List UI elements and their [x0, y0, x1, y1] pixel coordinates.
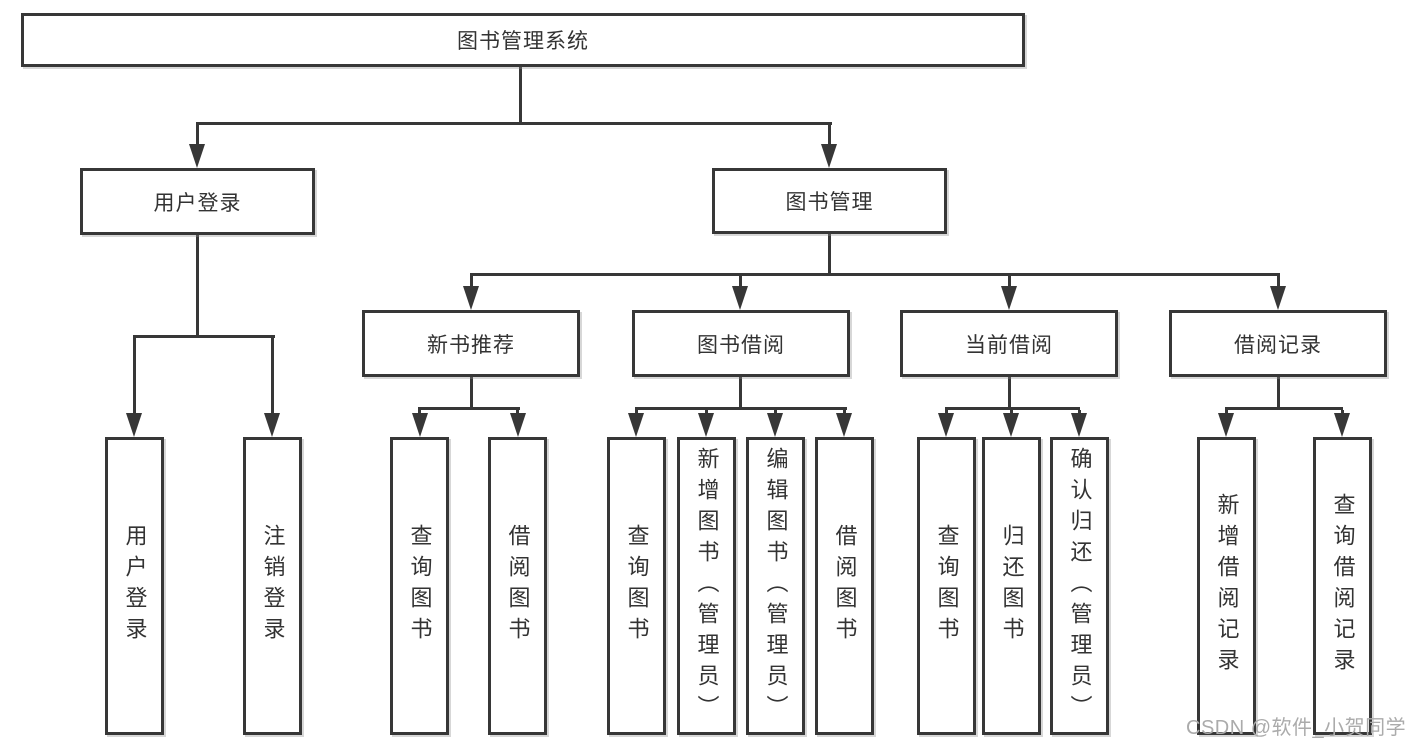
arrow-down-icon [698, 413, 714, 437]
node-borrow-records: 借阅记录 [1169, 310, 1387, 377]
leaf-return-books: 归还图书 [982, 437, 1041, 735]
connector-line [739, 377, 742, 410]
arrow-down-icon [189, 144, 205, 168]
arrow-down-icon [1334, 413, 1350, 437]
leaf-user-login: 用户登录 [105, 437, 164, 735]
node-book-borrow: 图书借阅 [632, 310, 850, 377]
node-new-book-recommend: 新书推荐 [362, 310, 580, 377]
leaf-borrow-books-recommend: 借阅图书 [488, 437, 547, 735]
leaf-confirm-return-admin: 确认归还（管理员） [1050, 437, 1109, 735]
leaf-logout: 注销登录 [243, 437, 302, 735]
arrow-down-icon [463, 286, 479, 310]
arrow-down-icon [1001, 286, 1017, 310]
arrow-down-icon [1071, 413, 1087, 437]
connector-line [1277, 276, 1280, 287]
connector-line [196, 125, 199, 146]
connector-line [1277, 377, 1280, 410]
connector-line [418, 407, 520, 410]
node-user-login: 用户登录 [80, 168, 315, 235]
connector-line [635, 407, 847, 410]
leaf-query-books-recommend: 查询图书 [390, 437, 449, 735]
arrow-down-icon [938, 413, 954, 437]
connector-line [1225, 407, 1343, 410]
leaf-borrow-books: 借阅图书 [815, 437, 874, 735]
connector-line [470, 273, 1280, 276]
connector-line [828, 125, 831, 146]
arrow-down-icon [1218, 413, 1234, 437]
node-current-borrow: 当前借阅 [900, 310, 1118, 377]
arrow-down-icon [510, 413, 526, 437]
arrow-down-icon [821, 144, 837, 168]
connector-line [133, 338, 136, 415]
arrow-down-icon [732, 286, 748, 310]
connector-line [945, 407, 1080, 410]
leaf-add-borrow-record: 新增借阅记录 [1197, 437, 1256, 735]
connector-line [470, 377, 473, 410]
connector-line [196, 122, 832, 125]
connector-line [739, 276, 742, 287]
watermark: CSDN @软件_小贺同学 [1186, 717, 1405, 739]
connector-line [519, 67, 522, 125]
arrow-down-icon [264, 413, 280, 437]
connector-line [1008, 276, 1011, 287]
leaf-query-books-current: 查询图书 [917, 437, 976, 735]
leaf-query-books-borrow: 查询图书 [607, 437, 666, 735]
connector-line [470, 276, 473, 287]
leaf-query-borrow-record: 查询借阅记录 [1313, 437, 1372, 735]
node-root: 图书管理系统 [21, 13, 1025, 67]
arrow-down-icon [126, 413, 142, 437]
arrow-down-icon [628, 413, 644, 437]
arrow-down-icon [1003, 413, 1019, 437]
leaf-add-books-admin: 新增图书（管理员） [677, 437, 736, 735]
arrow-down-icon [1270, 286, 1286, 310]
node-book-management: 图书管理 [712, 168, 947, 234]
connector-line [133, 335, 275, 338]
connector-line [196, 235, 199, 338]
connector-line [828, 234, 831, 276]
connector-line [271, 338, 274, 415]
arrow-down-icon [836, 413, 852, 437]
arrow-down-icon [412, 413, 428, 437]
leaf-edit-books-admin: 编辑图书（管理员） [746, 437, 805, 735]
connector-line [1008, 377, 1011, 410]
arrow-down-icon [767, 413, 783, 437]
